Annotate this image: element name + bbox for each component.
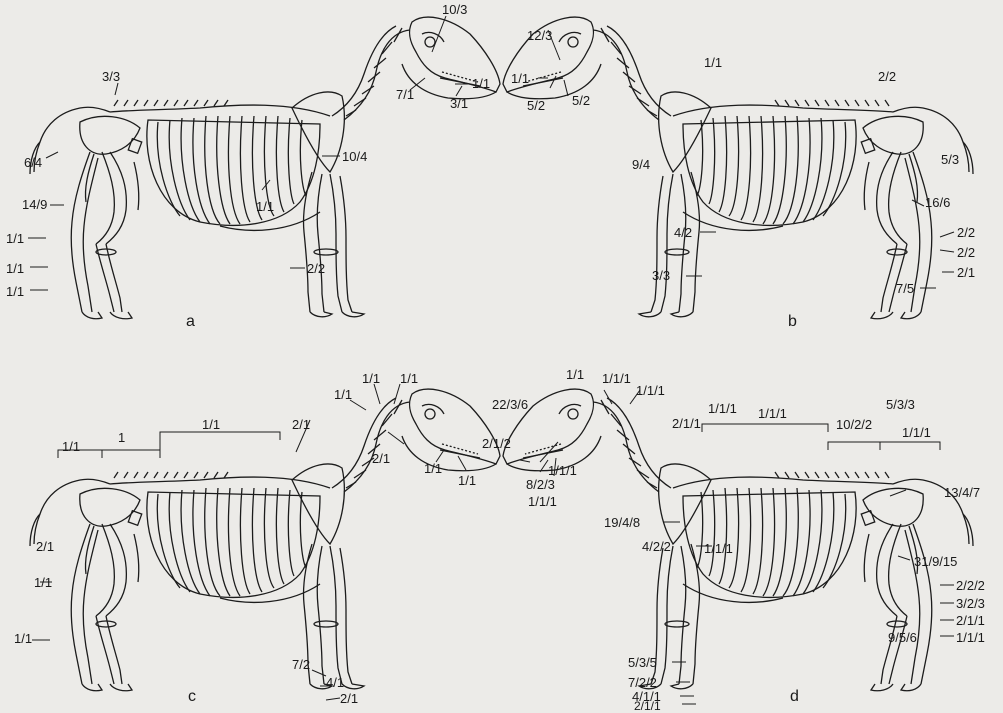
label-d-phalanx-1: 2/1/1 — [956, 614, 985, 627]
label-a-skull: 10/3 — [442, 3, 467, 16]
label-a-incisor: 1/1 — [472, 77, 490, 90]
label-d-teeth: 8/2/3 — [526, 478, 555, 491]
label-d-humerus: 4/2/2 — [642, 540, 671, 553]
label-d-metatarsal: 3/2/3 — [956, 597, 985, 610]
label-a-pelvis: 6/4 — [24, 156, 42, 169]
label-b-skull: 12/3 — [527, 29, 552, 42]
label-b-tarsal: 2/2 — [957, 226, 975, 239]
label-b-femur: 16/6 — [925, 196, 950, 209]
label-c-lumbar: 1/1 — [62, 440, 80, 453]
label-a-metatarsal: 1/1 — [6, 262, 24, 275]
label-b-radius: 3/3 — [652, 269, 670, 282]
label-d-lumbar: 5/3/3 — [886, 398, 915, 411]
label-d-radius: 5/3/5 — [628, 656, 657, 669]
label-d-mandible: 1/1/1 — [528, 495, 557, 508]
label-d-thoracic: 10/2/2 — [836, 418, 872, 431]
label-d-tarsal: 2/2/2 — [956, 579, 985, 592]
label-d-tibia: 9/5/6 — [888, 631, 917, 644]
label-a-teeth: 7/1 — [396, 88, 414, 101]
label-a-radius: 2/2 — [307, 262, 325, 275]
label-b-tibia: 7/5 — [896, 282, 914, 295]
label-b-teeth: 5/2 — [527, 99, 545, 112]
label-c-metatarsal: 1/1 — [14, 632, 32, 645]
label-c-incisor: 1/1 — [458, 474, 476, 487]
label-d-skull: 1/1 — [566, 368, 584, 381]
label-b-lumbar: 2/2 — [878, 70, 896, 83]
label-d-femur: 31/9/15 — [914, 555, 957, 568]
skeleton-b — [503, 17, 973, 319]
label-b-pelvis: 5/3 — [941, 153, 959, 166]
label-d-axis: 1/1/1 — [636, 384, 665, 397]
label-d-ribs: 1/1/1 — [758, 407, 787, 420]
label-b-phalanx: 2/1 — [957, 266, 975, 279]
label-c-thoracic: 1 — [118, 431, 125, 444]
label-d-metacarpal: 7/2/2 — [628, 676, 657, 689]
label-c-femur: 1/1 — [34, 576, 52, 589]
label-d-scapula: 1/1/1 — [708, 402, 737, 415]
label-a-phalanx: 1/1 — [6, 285, 24, 298]
label-c-ribs: 1/1 — [202, 418, 220, 431]
label-c-jaw: 2/1 — [372, 452, 390, 465]
label-c-skull-2: 1/1 — [400, 372, 418, 385]
label-a-sternum: 10/4 — [342, 150, 367, 163]
label-d-hoof: 2/1/1 — [634, 700, 661, 712]
panel-letter-d: d — [790, 688, 799, 706]
label-b-sternum: 9/4 — [632, 158, 650, 171]
panel-letter-c: c — [188, 688, 196, 706]
label-c-neck: 2/1 — [292, 418, 310, 431]
label-d-ulna: 1/1/1 — [704, 542, 733, 555]
label-b-metatarsal: 2/2 — [957, 246, 975, 259]
label-d-atlas: 1/1/1 — [602, 372, 631, 385]
label-b-scapula: 1/1 — [704, 56, 722, 69]
label-a-femur: 14/9 — [22, 198, 47, 211]
label-a-lumbar: 3/3 — [102, 70, 120, 83]
label-c-atlas: 1/1 — [334, 388, 352, 401]
label-a-jaw: 3/1 — [450, 97, 468, 110]
label-d-sacrum: 1/1/1 — [902, 426, 931, 439]
label-d-incisor: 2/1/2 — [482, 437, 511, 450]
label-b-humerus: 4/2 — [674, 226, 692, 239]
label-b-incisor: 1/1 — [511, 72, 529, 85]
label-c-teeth: 1/1 — [424, 462, 442, 475]
label-d-phalanx-2: 1/1/1 — [956, 631, 985, 644]
label-d-sternum: 19/4/8 — [604, 516, 640, 529]
label-c-skull-1: 1/1 — [362, 372, 380, 385]
label-a-tarsal: 1/1 — [6, 232, 24, 245]
skeleton-a — [30, 17, 500, 319]
label-a-humerus: 1/1 — [256, 200, 274, 213]
label-c-phalanx: 2/1 — [340, 692, 358, 705]
label-d-neck: 2/1/1 — [672, 417, 701, 430]
label-c-pelvis: 2/1 — [36, 540, 54, 553]
label-d-pelvis: 13/4/7 — [944, 486, 980, 499]
skeleton-c — [30, 389, 500, 691]
label-d-jaw: 1/1/1 — [548, 464, 577, 477]
label-b-jaw: 5/2 — [572, 94, 590, 107]
label-c-metacarpal: 4/1 — [326, 676, 344, 689]
panel-letter-a: a — [186, 313, 195, 331]
label-c-radius: 7/2 — [292, 658, 310, 671]
label-d-cranium: 22/3/6 — [492, 398, 528, 411]
panel-letter-b: b — [788, 313, 797, 331]
